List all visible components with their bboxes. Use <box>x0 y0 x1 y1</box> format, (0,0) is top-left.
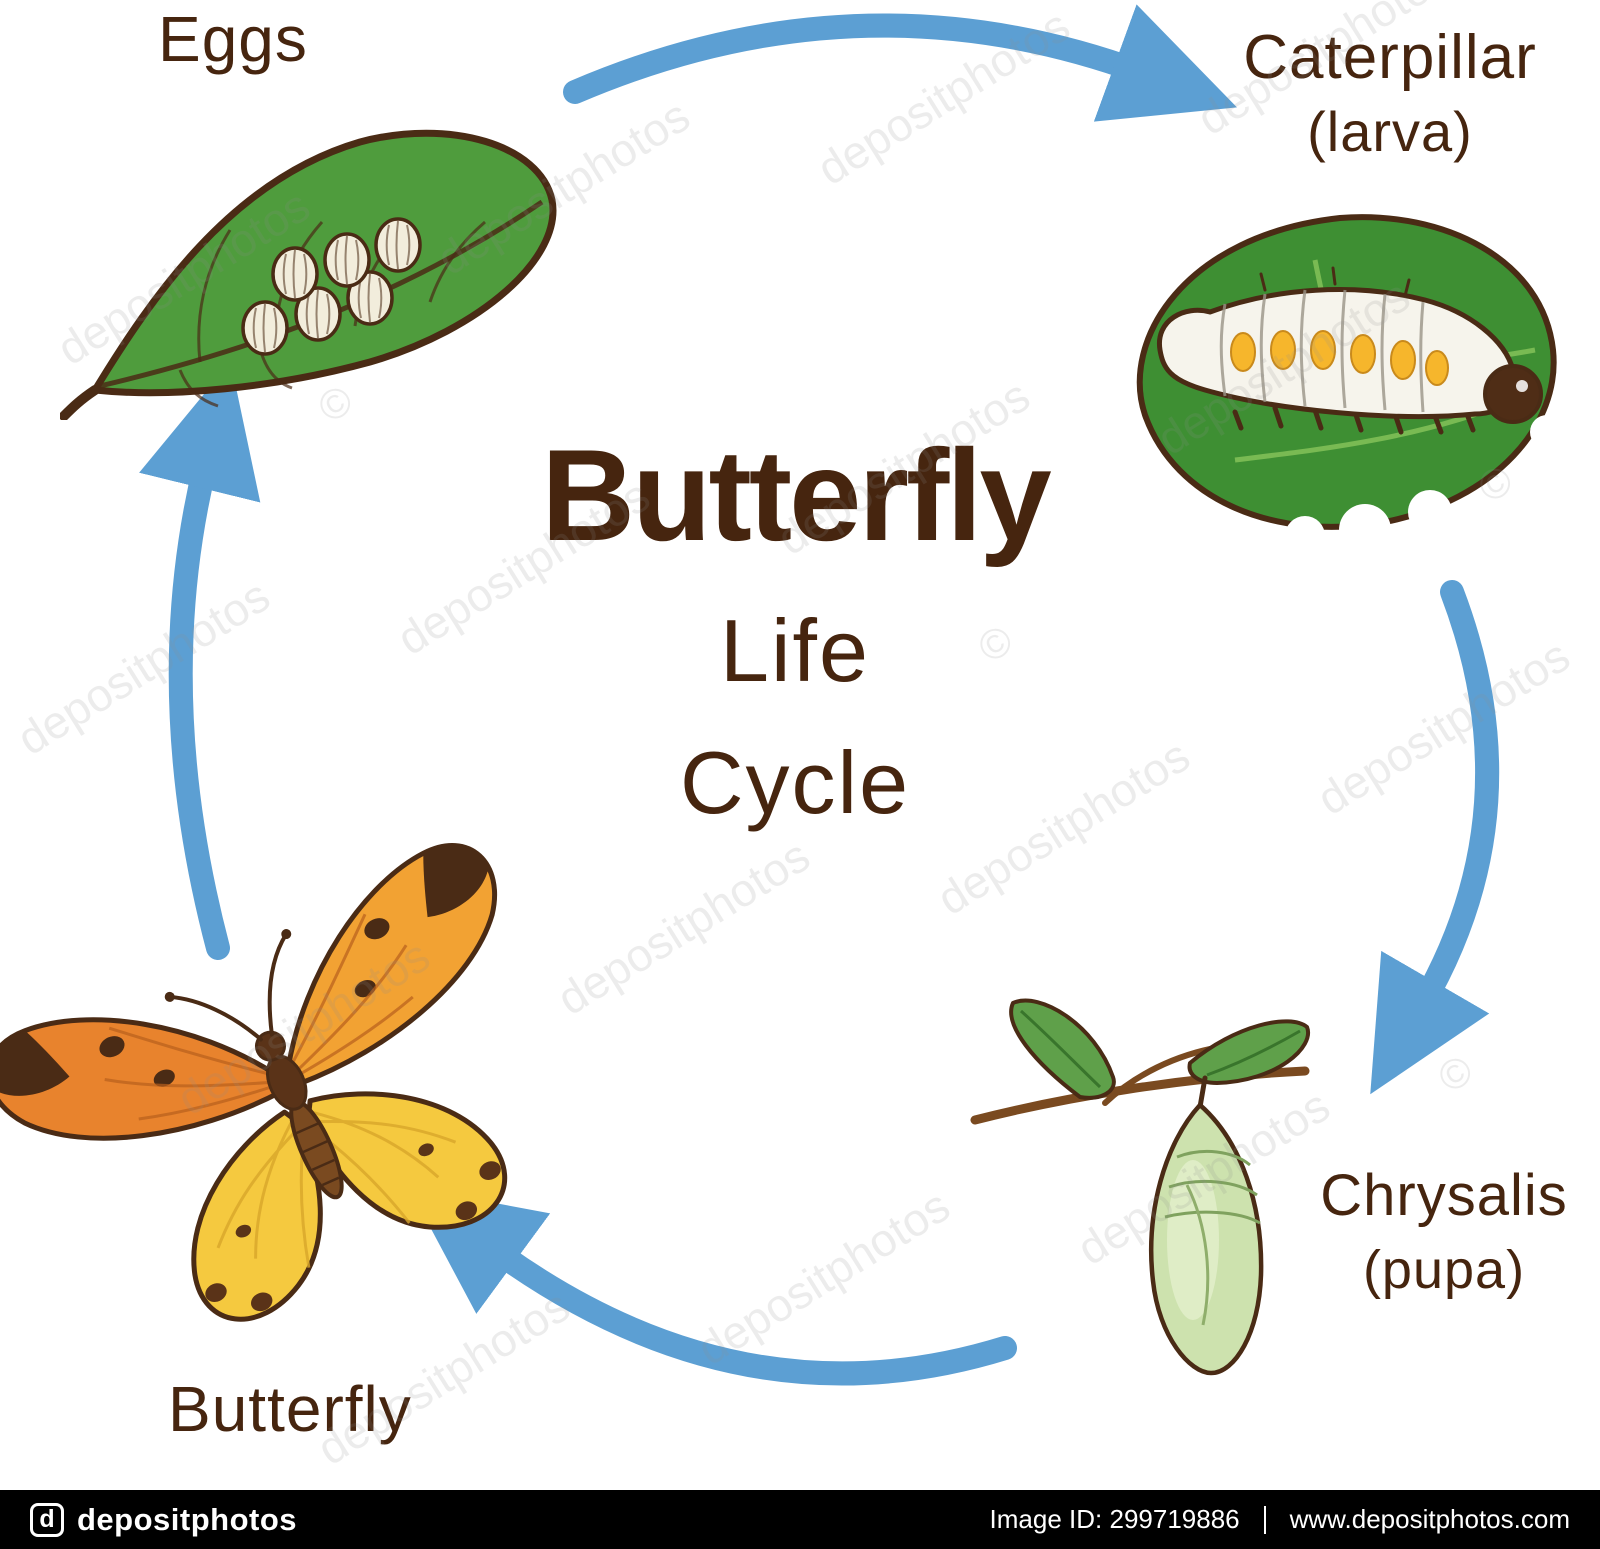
caterpillar-label-sub: (larva) <box>1307 100 1473 163</box>
title-main: Butterfly <box>541 422 1051 568</box>
copyright-symbol: © <box>1429 1045 1481 1102</box>
chrysalis-label-main: Chrysalis <box>1320 1163 1568 1228</box>
footer-url: www.depositphotos.com <box>1289 1504 1570 1534</box>
watermark: depositphotos <box>807 0 1079 195</box>
chrysalis-label: Chrysalis (pupa) <box>1288 1162 1600 1301</box>
title-line3: Cycle <box>679 733 911 832</box>
arrow-eggs-to-caterpillar <box>563 4 1237 122</box>
caterpillar-body <box>1157 266 1543 435</box>
title-line2: Life <box>720 601 870 700</box>
chrysalis-illustration <box>970 998 1311 1376</box>
chrysalis-label-sub: (pupa) <box>1362 1240 1526 1300</box>
caterpillar-illustration <box>1136 214 1564 545</box>
butterfly-illustration <box>0 843 508 1322</box>
caterpillar-label-main: Caterpillar <box>1243 23 1537 92</box>
caterpillar-head <box>1483 364 1543 424</box>
butterfly-label: Butterfly <box>168 1373 412 1445</box>
chrysalis-pupa <box>1148 1075 1264 1376</box>
depositphotos-logo-icon: d <box>30 1502 64 1537</box>
watermark: depositphotos <box>687 1179 959 1375</box>
diagram-title: Butterfly Life Cycle <box>400 420 1190 834</box>
butterfly-wings <box>0 843 508 1322</box>
arrow-caterpillar-to-chrysalis <box>1370 580 1500 1095</box>
footer-divider <box>1263 1505 1266 1534</box>
antennae <box>167 932 289 1042</box>
depositphotos-brand: depositphotos <box>77 1501 298 1537</box>
eggs-illustration <box>60 129 557 420</box>
credit-bar: d depositphotos Image ID: 299719886 www.… <box>0 1490 1600 1549</box>
caterpillar-label: Caterpillar (larva) <box>1180 22 1600 164</box>
twig-and-leaves <box>970 998 1311 1125</box>
watermark: depositphotos <box>1307 629 1579 825</box>
butterfly-body <box>164 929 344 1200</box>
leaf-with-eggs <box>60 129 557 420</box>
eggs-label: Eggs <box>158 3 308 75</box>
image-id-text: Image ID: 299719886 <box>989 1504 1240 1534</box>
watermark: depositphotos <box>7 569 279 765</box>
